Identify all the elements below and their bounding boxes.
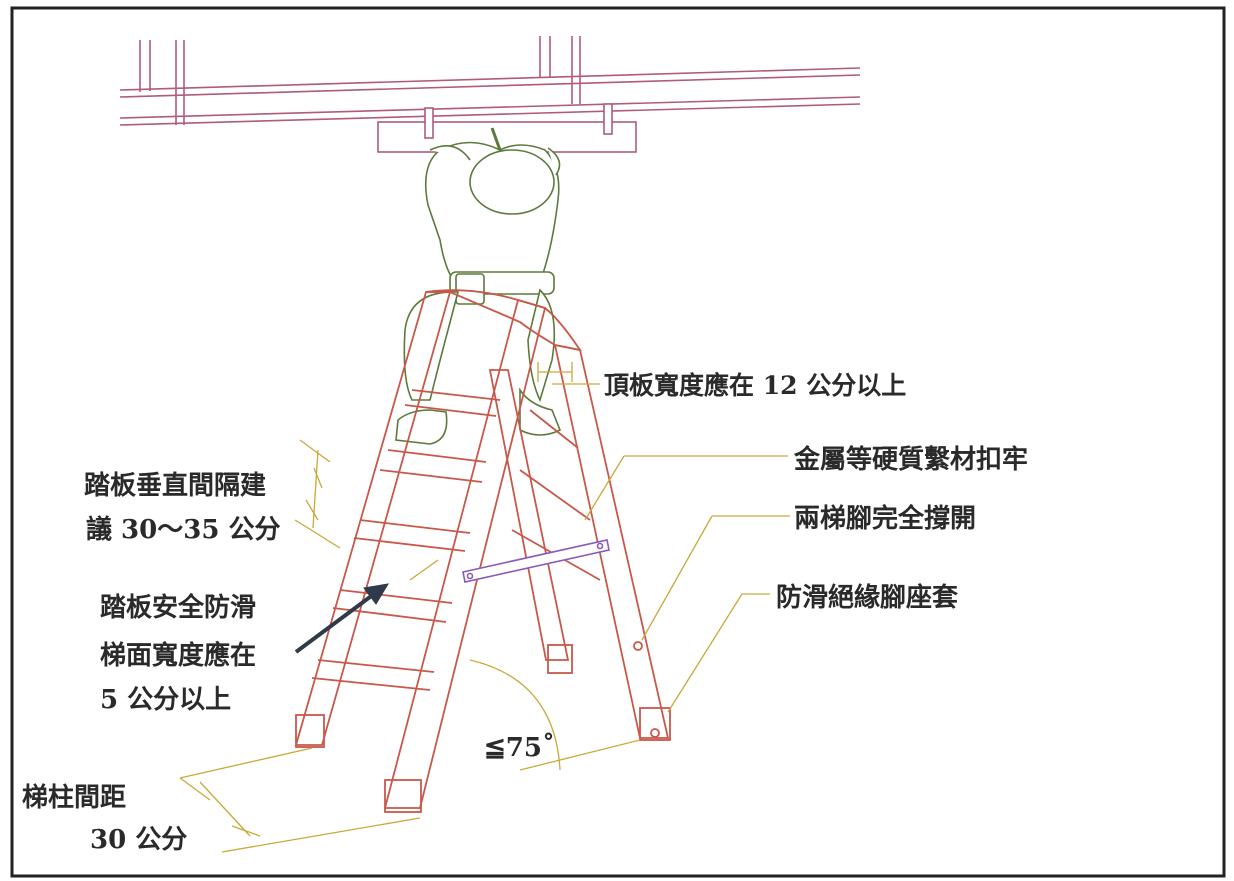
step-spacing-label-line1: 踏板垂直間隔建 bbox=[84, 471, 266, 501]
page-border bbox=[10, 6, 1226, 878]
angle-label: ≦75˚ bbox=[484, 733, 555, 763]
ceiling-pipes bbox=[119, 36, 861, 126]
ladder bbox=[294, 289, 671, 813]
tread-dim bbox=[409, 559, 439, 581]
post-spacing-label-line2: 30 公分 bbox=[90, 825, 187, 855]
anti-slip-leader bbox=[667, 593, 743, 713]
tread-arrow bbox=[294, 583, 389, 654]
legs-open-leader bbox=[641, 515, 713, 641]
metal-fastener-leader bbox=[584, 455, 625, 521]
dimension-lines bbox=[179, 362, 790, 853]
metal-brace bbox=[462, 539, 610, 583]
back-rail-left bbox=[488, 369, 570, 661]
top-board-label: 頂板寬度應在 12 公分以上 bbox=[604, 371, 906, 400]
step-spacing-dim bbox=[294, 439, 341, 549]
post-spacing-dim bbox=[179, 747, 421, 853]
back-rail-right bbox=[553, 343, 670, 739]
tread-label-line3: 5 公分以上 bbox=[100, 685, 231, 715]
legs-open-label: 兩梯腳完全撐開 bbox=[794, 503, 976, 534]
tread-label-line2: 梯面寬度應在 bbox=[100, 640, 256, 671]
top-cap bbox=[425, 289, 582, 352]
step-spacing-label-line2: 議 30～35 公分 bbox=[86, 514, 280, 545]
metal-fastener-label: 金屬等硬質繫材扣牢 bbox=[793, 444, 1028, 475]
angle-arc bbox=[469, 659, 561, 771]
post-spacing-label-line1: 梯柱間距 bbox=[22, 783, 126, 813]
tread-label-line1: 踏板安全防滑 bbox=[100, 592, 256, 623]
anti-slip-feet-label: 防滑絕緣腳座套 bbox=[776, 582, 959, 613]
